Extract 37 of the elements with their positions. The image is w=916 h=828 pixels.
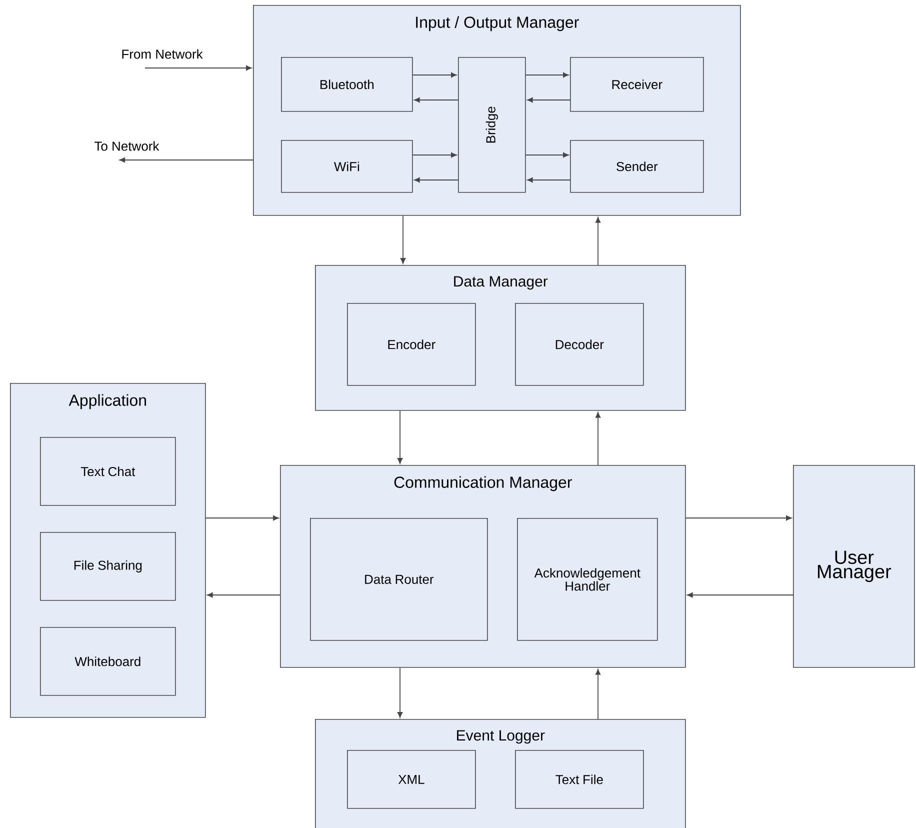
edge-label: From Network	[120, 48, 204, 60]
arrow	[205, 515, 279, 521]
arrow	[412, 152, 457, 158]
arrow	[412, 72, 457, 78]
arrow	[527, 177, 570, 183]
arrow	[685, 515, 792, 521]
component-box: Decoder	[515, 303, 644, 386]
arrow	[525, 152, 569, 158]
arrow	[397, 667, 403, 718]
component-box: WiFi	[281, 140, 413, 193]
component-box: Data Router	[310, 518, 488, 641]
arrow	[414, 97, 458, 103]
arrow	[527, 97, 570, 103]
component-box: Encoder	[347, 303, 476, 386]
component-box: Sender	[570, 140, 704, 193]
bridge-box: Bridge	[458, 57, 526, 193]
arrow	[144, 65, 252, 71]
arrow	[414, 177, 458, 183]
component-box: Text Chat	[40, 437, 176, 506]
component-box: Whiteboard	[40, 627, 176, 696]
component-box: Bluetooth	[281, 57, 413, 112]
user-manager-box: User Manager	[793, 465, 915, 668]
component-box: Receiver	[570, 57, 704, 112]
arrow	[595, 669, 601, 720]
arrow	[595, 412, 601, 466]
component-box: Text File	[515, 750, 644, 809]
arrow	[525, 72, 569, 78]
arrow	[400, 215, 406, 264]
edge-label: To Network	[93, 140, 160, 152]
arrow	[687, 592, 794, 598]
arrow	[595, 217, 601, 266]
component-box: File Sharing	[40, 532, 176, 601]
component-box: XML	[347, 750, 476, 809]
arrow	[119, 157, 254, 163]
arrow	[207, 592, 280, 598]
arrow	[397, 410, 403, 464]
component-box: Acknowledgement Handler	[517, 518, 658, 641]
